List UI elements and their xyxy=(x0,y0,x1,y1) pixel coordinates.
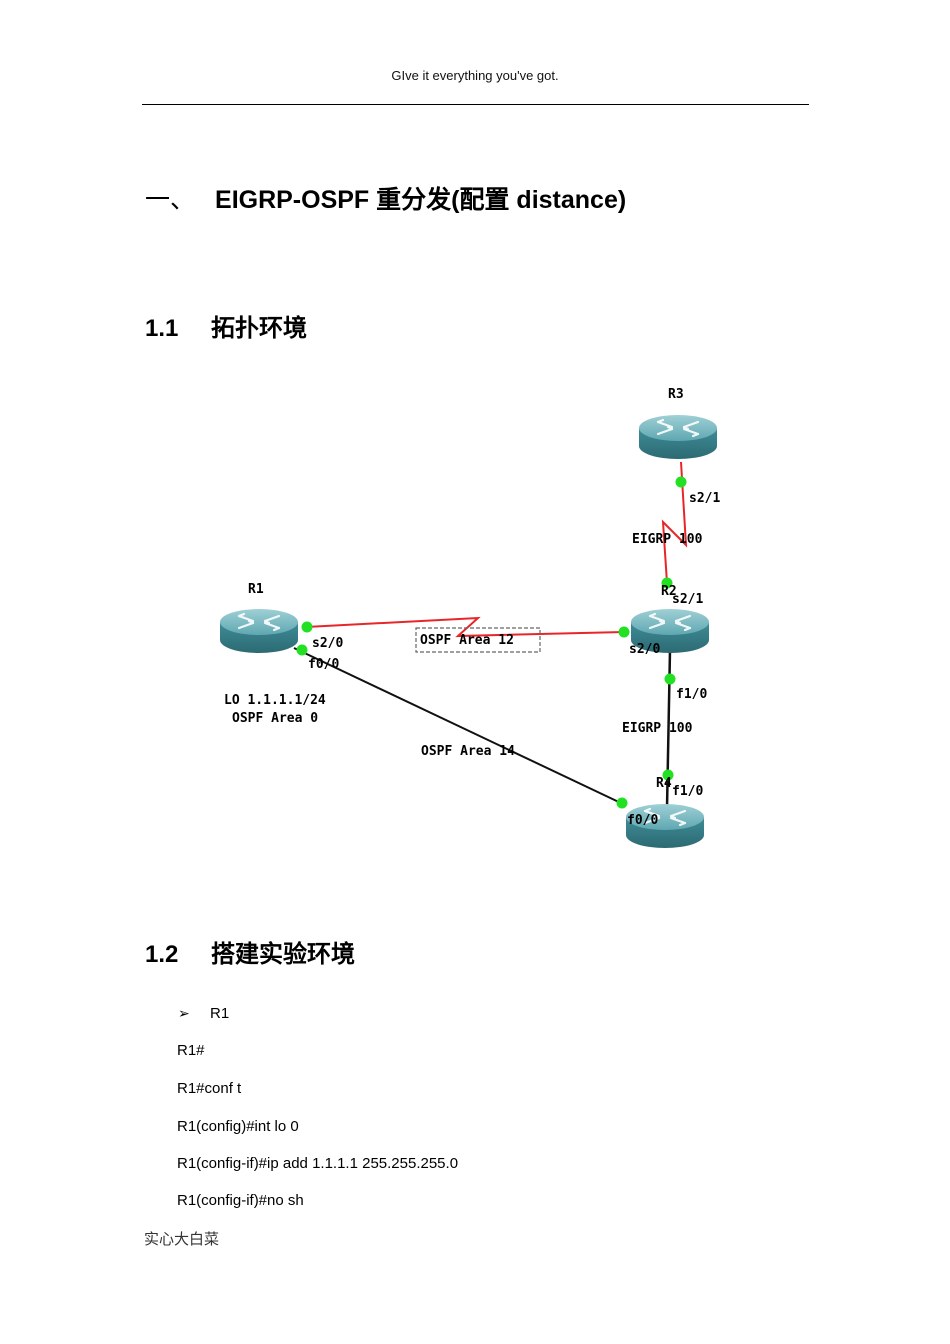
port-dot-r2-s20 xyxy=(618,626,630,638)
section-title: 拓扑环境 xyxy=(211,315,307,342)
eigrp-r2-r4-label: EIGRP 100 xyxy=(622,721,693,736)
router-r1-icon[interactable] xyxy=(218,607,300,655)
router-label-r1: R1 xyxy=(248,582,264,597)
area14-label: OSPF Area 14 xyxy=(421,744,515,759)
section-heading-1-1: 1.1 拓扑环境 xyxy=(145,308,307,343)
page-footer-text: 实心大白菜 xyxy=(144,1230,220,1248)
r1-area-label: OSPF Area 0 xyxy=(232,711,318,726)
chapter-number: 一、 xyxy=(145,186,196,214)
port-dot-r2-s21 xyxy=(661,577,673,589)
config-line: R1#conf t xyxy=(177,1080,242,1097)
arrow-bullet-icon: ➢ xyxy=(178,1005,190,1021)
router-label-r2: R2 xyxy=(661,584,677,599)
router-label-r4: R4 xyxy=(656,776,672,791)
section-number: 1.1 xyxy=(145,315,179,342)
port-dot-r2-f10 xyxy=(664,673,676,685)
chapter-heading: 一、 EIGRP-OSPF 重分发(配置 distance) xyxy=(145,180,626,216)
iface-r2-f10: f1/0 xyxy=(676,687,707,702)
router-label-r3: R3 xyxy=(668,387,684,402)
config-line: R1(config)#int lo 0 xyxy=(177,1118,299,1135)
iface-r1-s20: s2/0 xyxy=(312,636,343,651)
config-line: R1(config-if)#ip add 1.1.1.1 255.255.255… xyxy=(177,1155,459,1172)
router-r3-icon[interactable] xyxy=(637,413,719,461)
bullet-item-r1: ➢ R1 xyxy=(178,1005,229,1022)
area12-label: OSPF Area 12 xyxy=(420,633,514,648)
iface-r3-s21: s2/1 xyxy=(689,491,720,506)
port-dot-r3-s21 xyxy=(675,476,687,488)
chapter-title: EIGRP-OSPF 重分发(配置 distance) xyxy=(215,186,627,214)
network-topology-diagram: R1 R3 R2 R4 s2/0 f0/0 s2/0 s2/1 f1/0 s2/… xyxy=(218,387,720,850)
iface-r1-f00: f0/0 xyxy=(308,657,339,672)
section-heading-1-2: 1.2 搭建实验环境 xyxy=(145,934,355,969)
iface-r4-f00: f0/0 xyxy=(627,813,658,828)
link-r2-r3-serial xyxy=(661,461,688,584)
config-line: R1(config-if)#no sh xyxy=(177,1192,304,1209)
link-r1-r4-ethernet xyxy=(293,647,624,805)
port-dot-r4-f10 xyxy=(662,769,674,781)
page-header-text: GIve it everything you've got. xyxy=(391,68,559,83)
eigrp-r2-r3-label: EIGRP 100 xyxy=(632,532,703,547)
section-title: 搭建实验环境 xyxy=(211,941,355,968)
link-r1-r2-serial xyxy=(305,616,625,638)
section-number: 1.2 xyxy=(145,941,179,968)
port-dot-r1-s20 xyxy=(301,621,313,633)
area12-box xyxy=(415,627,541,653)
header-rule xyxy=(142,104,809,105)
iface-r4-f10: f1/0 xyxy=(672,784,703,799)
iface-r2-s20: s2/0 xyxy=(629,642,660,657)
port-dot-r4-f00 xyxy=(616,797,628,809)
iface-r2-s21: s2/1 xyxy=(672,592,703,607)
port-dot-r1-f00 xyxy=(296,644,308,656)
config-line: R1# xyxy=(177,1042,205,1059)
r1-loopback-label: LO 1.1.1.1/24 xyxy=(224,693,326,708)
bullet-label: R1 xyxy=(210,1005,230,1022)
